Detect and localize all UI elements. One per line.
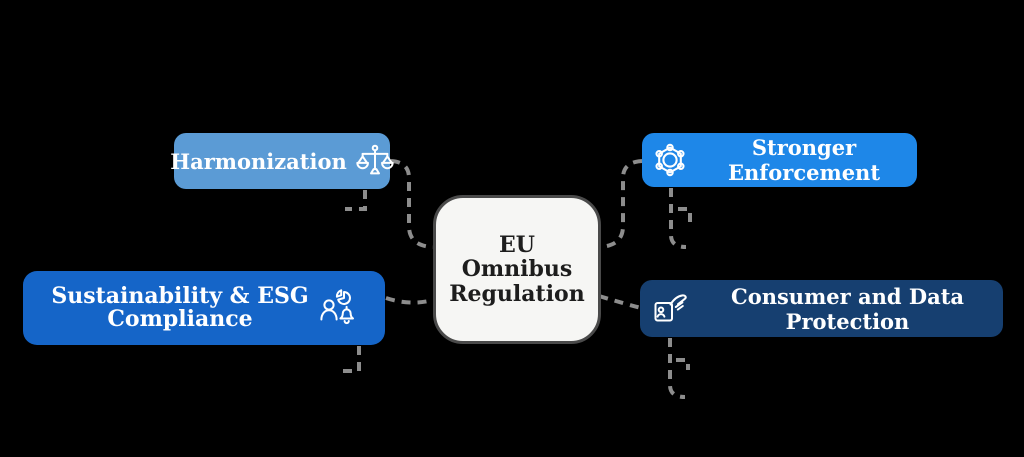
stub-below-enforcement-main	[669, 188, 687, 249]
node-center-eu-omnibus-regulation[interactable]: EU Omnibus Regulation	[433, 195, 601, 344]
node-harmonization-label: Harmonization	[170, 148, 347, 174]
badge-icon	[650, 140, 690, 180]
node-sustainability-label: Sustainability & ESG Compliance	[51, 282, 309, 332]
stub-below-enforcement-branch	[678, 207, 692, 223]
node-sustainability[interactable]: Sustainability & ESG Compliance	[23, 271, 385, 345]
connector-harmonization-center	[390, 159, 434, 249]
connector-center-consumer	[598, 294, 642, 310]
connector-sustainability-center	[385, 296, 434, 305]
person-chart-bell-icon	[317, 287, 357, 329]
connector-group	[339, 159, 692, 399]
node-stronger-enforcement[interactable]: Stronger Enforcement	[642, 133, 917, 187]
connector-enforcement-center	[598, 159, 643, 249]
node-consumer-label: Consumer and Data Protection	[730, 283, 965, 334]
hand-id-card-icon	[650, 289, 690, 329]
node-consumer[interactable]: Consumer and Data Protection	[640, 280, 1003, 337]
node-harmonization[interactable]: Harmonization	[170, 133, 394, 189]
node-center-label: EU Omnibus Regulation	[449, 231, 585, 307]
stub-below-consumer-main	[668, 338, 686, 399]
stub-below-harmonization	[345, 190, 367, 211]
stub-below-sustainability	[339, 346, 361, 373]
stub-below-consumer-branch	[676, 358, 690, 370]
scales-icon	[356, 142, 394, 180]
node-stronger-enforcement-label: Stronger Enforcement	[727, 135, 881, 185]
